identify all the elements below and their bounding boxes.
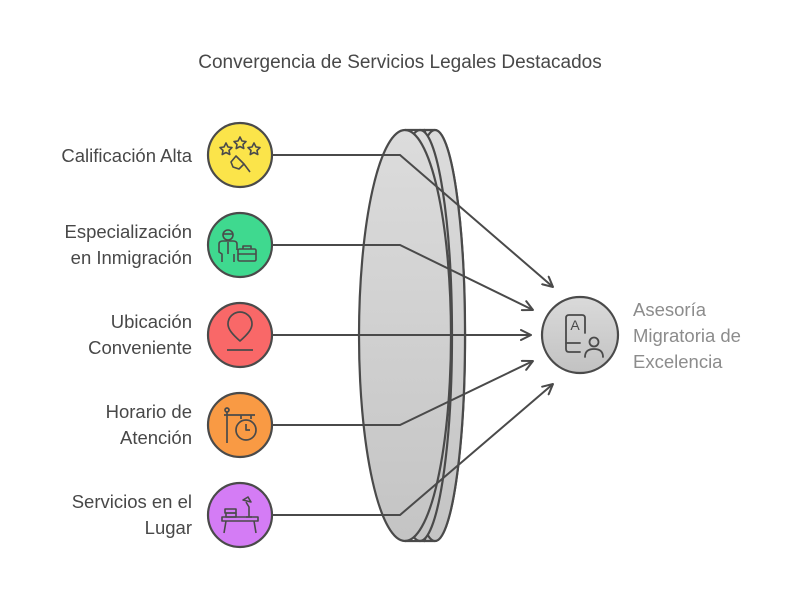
node-circle: [206, 391, 274, 459]
input-nodes: [206, 121, 274, 549]
connector-especializacion: [272, 244, 534, 312]
node-servicios: [206, 481, 274, 549]
target-icon-letter: A: [570, 317, 580, 333]
stars-rating-icon: [219, 136, 261, 173]
label-ubicacion: Ubicación Conveniente: [88, 311, 192, 358]
node-horario: [206, 391, 274, 459]
location-pin-icon: [227, 311, 253, 351]
label-especializacion: Especialización en Inmigración: [64, 221, 192, 268]
label-calificacion-alta: Calificación Alta: [61, 145, 192, 166]
target-node: A: [540, 295, 620, 375]
target-label: Asesoría Migratoria de Excelencia: [633, 299, 741, 372]
node-circle: [206, 121, 274, 189]
connector-servicios: [272, 383, 554, 516]
label-servicios: Servicios en el Lugar: [71, 491, 192, 538]
node-circle: [206, 211, 274, 279]
node-calificacion-alta: [206, 121, 274, 189]
connectors: [272, 154, 554, 516]
node-circle: [206, 301, 274, 369]
node-especializacion: [206, 211, 274, 279]
professional-briefcase-icon: [218, 229, 257, 262]
node-circle: [206, 481, 274, 549]
diagram-title: Convergencia de Servicios Legales Destac…: [198, 52, 602, 73]
node-ubicacion: [206, 301, 274, 369]
document-person-icon: [565, 314, 604, 358]
desk-lamp-icon: [221, 496, 259, 534]
connector-horario: [272, 359, 534, 426]
label-horario: Horario de Atención: [105, 401, 192, 448]
hanging-clock-icon: [224, 407, 257, 443]
connector-calificacion: [272, 154, 554, 288]
target-circle: [540, 295, 620, 375]
